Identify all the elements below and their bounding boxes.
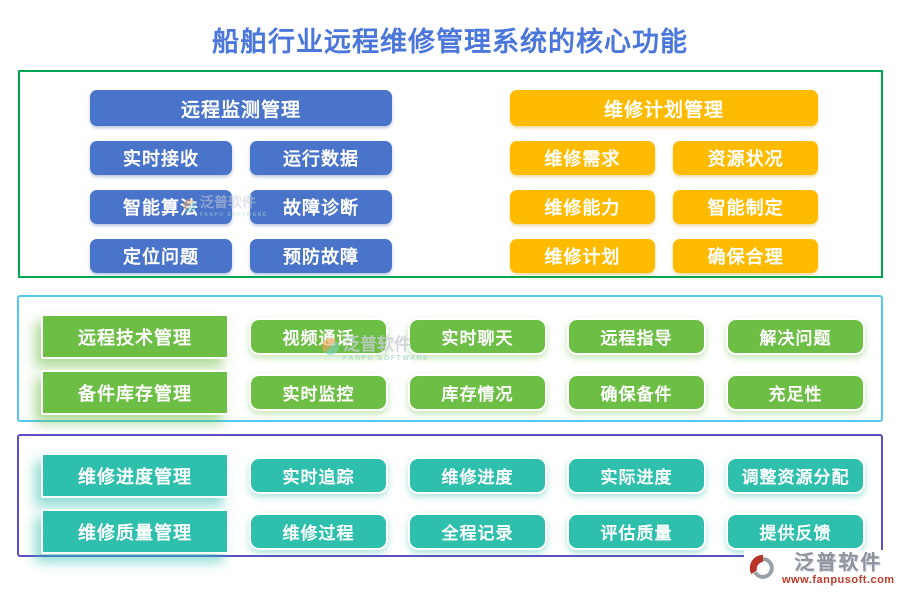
remote-technical-management-header[interactable]: 远程技术管理 [41,314,229,359]
column-maintenance-plan: 维修计划管理 维修需求 资源状况 维修能力 智能制定 维修计划 确保合理 [510,90,818,273]
remote-technical-row: 远程技术管理 视频通话 实时聊天 远程指导 解决问题 [19,314,881,359]
fanpu-logo-icon [748,553,778,583]
maintenance-quality-management-header[interactable]: 维修质量管理 [41,509,229,554]
full-record-button[interactable]: 全程记录 [408,513,547,550]
column-remote-monitoring: 远程监测管理 实时接收 运行数据 智能算法 故障诊断 定位问题 预防故障 [90,90,392,273]
remote-guidance-button[interactable]: 远程指导 [567,318,706,355]
locate-problem-button[interactable]: 定位问题 [90,239,232,273]
ensure-reasonable-button[interactable]: 确保合理 [673,239,818,273]
solve-problem-button[interactable]: 解决问题 [726,318,865,355]
operation-data-button[interactable]: 运行数据 [250,141,392,175]
maintenance-progress-button[interactable]: 维修进度 [408,457,547,494]
maintenance-demand-button[interactable]: 维修需求 [510,141,655,175]
prevent-fault-button[interactable]: 预防故障 [250,239,392,273]
fanpu-logo-url[interactable]: www.fanpusoft.com [782,574,895,586]
intelligent-algorithm-button[interactable]: 智能算法 [90,190,232,224]
button-row: 维修需求 资源状况 [510,141,818,175]
fanpu-logo: 泛普软件 www.fanpusoft.com [744,550,899,588]
remote-monitoring-management-header[interactable]: 远程监测管理 [90,90,392,126]
spare-parts-inventory-row: 备件库存管理 实时监控 库存情况 确保备件 充足性 [19,370,881,415]
resource-status-button[interactable]: 资源状况 [673,141,818,175]
fault-diagnosis-button[interactable]: 故障诊断 [250,190,392,224]
maintenance-plan-management-header[interactable]: 维修计划管理 [510,90,818,126]
maintenance-quality-row: 维修质量管理 维修过程 全程记录 评估质量 提供反馈 [19,509,881,554]
button-row: 维修能力 智能制定 [510,190,818,224]
maintenance-capability-button[interactable]: 维修能力 [510,190,655,224]
spare-parts-inventory-management-header[interactable]: 备件库存管理 [41,370,229,415]
section-progress-and-quality: 维修进度管理 实时追踪 维修进度 实际进度 调整资源分配 维修质量管理 维修过程… [17,434,883,557]
maintenance-process-button[interactable]: 维修过程 [249,513,388,550]
button-row: 实时接收 运行数据 [90,141,392,175]
video-call-button[interactable]: 视频通话 [249,318,388,355]
intelligent-formulation-button[interactable]: 智能制定 [673,190,818,224]
fanpu-logo-name: 泛普软件 [794,552,883,574]
fanpu-logo-text: 泛普软件 www.fanpusoft.com [782,553,895,586]
maintenance-progress-row: 维修进度管理 实时追踪 维修进度 实际进度 调整资源分配 [19,453,881,498]
inventory-status-button[interactable]: 库存情况 [408,374,547,411]
page-title: 船舶行业远程维修管理系统的核心功能 [212,27,688,57]
provide-feedback-button[interactable]: 提供反馈 [726,513,865,550]
realtime-receive-button[interactable]: 实时接收 [90,141,232,175]
realtime-chat-button[interactable]: 实时聊天 [408,318,547,355]
button-row: 维修计划 确保合理 [510,239,818,273]
sufficiency-button[interactable]: 充足性 [726,374,865,411]
actual-progress-button[interactable]: 实际进度 [567,457,706,494]
adjust-resource-allocation-button[interactable]: 调整资源分配 [726,457,865,494]
realtime-monitoring-button[interactable]: 实时监控 [249,374,388,411]
section-tech-and-inventory: 远程技术管理 视频通话 实时聊天 远程指导 解决问题 备件库存管理 实时监控 库… [17,295,883,422]
button-row: 定位问题 预防故障 [90,239,392,273]
button-row: 智能算法 故障诊断 [90,190,392,224]
quality-evaluation-button[interactable]: 评估质量 [567,513,706,550]
maintenance-progress-management-header[interactable]: 维修进度管理 [41,453,229,498]
realtime-tracking-button[interactable]: 实时追踪 [249,457,388,494]
section-monitoring-and-planning: 远程监测管理 实时接收 运行数据 智能算法 故障诊断 定位问题 预防故障 维修计… [18,70,883,278]
ensure-spares-button[interactable]: 确保备件 [567,374,706,411]
maintenance-plan-button[interactable]: 维修计划 [510,239,655,273]
